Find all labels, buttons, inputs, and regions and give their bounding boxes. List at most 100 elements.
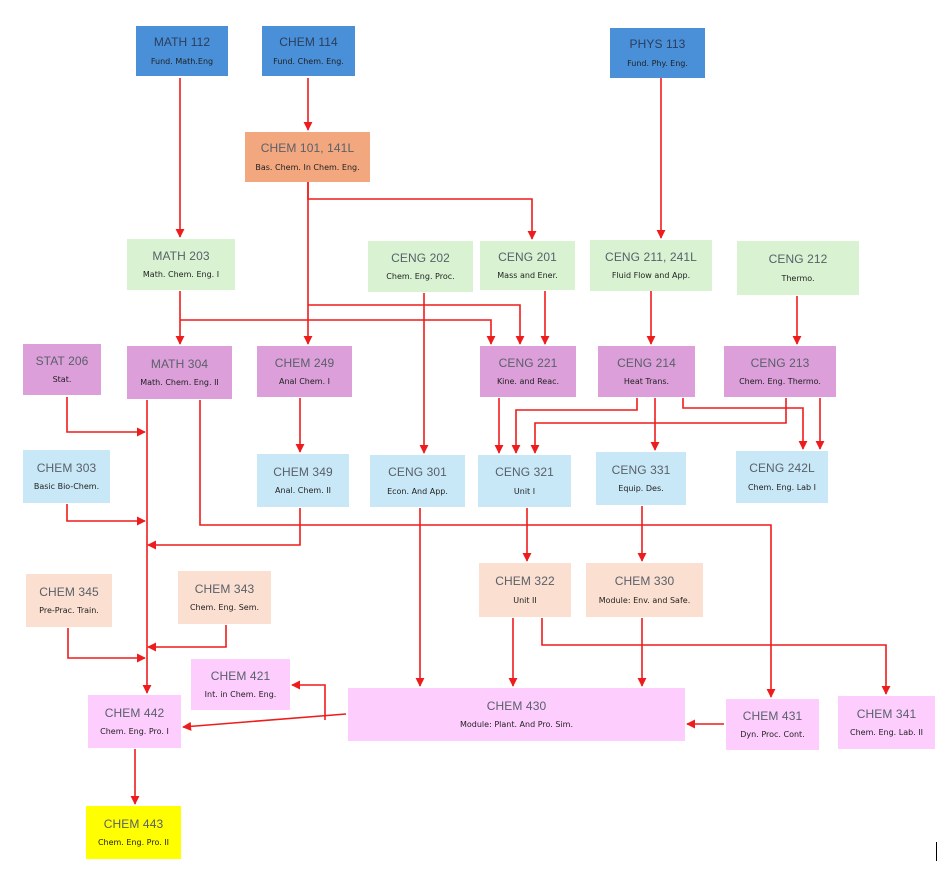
course-name: Math. Chem. Eng. II (140, 378, 219, 388)
course-code: CHEM 349 (273, 464, 333, 479)
course-code: CHEM 443 (103, 816, 164, 831)
course-code: CENG 201 (498, 249, 557, 264)
course-name: Int. in Chem. Eng. (204, 690, 277, 700)
course-ceng-331[interactable]: CENG 331 Equip. Des. (596, 452, 686, 505)
course-stat-206[interactable]: STAT 206 Stat. (23, 344, 101, 395)
arrow-chem343-to-chem442 (147, 625, 227, 652)
course-code: CENG 331 (611, 462, 671, 477)
course-code: MATH 203 (152, 248, 210, 263)
course-code: PHYS 113 (629, 37, 686, 51)
course-ceng-301[interactable]: CENG 301 Econ. And App. (370, 455, 465, 507)
course-code: MATH 112 (153, 35, 211, 49)
course-name: Chem. Eng. Pro. II (97, 838, 170, 848)
course-chem-349[interactable]: CHEM 349 Anal. Chem. II (257, 454, 349, 507)
course-ceng-214[interactable]: CENG 214 Heat Trans. (598, 346, 695, 397)
course-name: Heat Trans. (623, 377, 670, 387)
course-code: CENG 214 (617, 355, 676, 370)
course-name: Dyn. Proc. Cont. (740, 730, 805, 740)
course-name: Equip. Des. (618, 484, 664, 494)
course-chem-322[interactable]: CHEM 322 Unit II (479, 563, 571, 617)
course-name: Unit I (513, 486, 536, 496)
arrow-chem345-to-chem442 (67, 628, 146, 663)
arrow-chem101-to-ceng221 (308, 304, 525, 345)
course-chem-431[interactable]: CHEM 431 Dyn. Proc. Cont. (726, 699, 819, 750)
course-chem-343[interactable]: CHEM 343 Chem. Eng. Sem. (178, 571, 271, 624)
arrow-chem349-to-chem442 (147, 508, 301, 550)
course-math-203[interactable]: MATH 203 Math. Chem. Eng. I (127, 239, 235, 290)
course-name: Chem. Eng. Proc. (386, 272, 455, 282)
course-name: Fund. Math.Eng (150, 56, 214, 66)
course-ceng-221[interactable]: CENG 221 Kine. and Reac. (480, 346, 576, 397)
course-name: Chem. Eng. Thermo. (739, 377, 821, 387)
course-code: CENG 212 (768, 252, 828, 266)
course-chem-430[interactable]: CHEM 430 Module: Plant. And Pro. Sim. (348, 688, 685, 741)
course-chem-341[interactable]: CHEM 341 Chem. Eng. Lab. II (838, 696, 935, 749)
course-ceng-201[interactable]: CENG 201 Mass and Ener. (480, 241, 575, 290)
course-code: CHEM 322 (495, 574, 555, 588)
course-chem-303[interactable]: CHEM 303 Basic Bio-Chem. (23, 450, 110, 503)
arrow-chem430-to-chem442 (182, 713, 347, 731)
course-chem-442[interactable]: CHEM 442 Chem. Eng. Pro. I (88, 695, 181, 748)
course-code: CHEM 249 (274, 355, 335, 370)
course-name: Chem. Eng. Pro. I (100, 727, 169, 737)
arrow-ceng214-to-ceng242l (682, 398, 808, 450)
arrow-stat206-to-chem442 (66, 397, 146, 437)
course-code: CHEM 303 (36, 460, 97, 475)
course-name: Fluid Flow and App. (611, 271, 691, 281)
arrow-math203-to-ceng221 (180, 319, 496, 345)
course-code: CHEM 101, 141L (260, 141, 355, 155)
course-chem-249[interactable]: CHEM 249 Anal Chem. I (257, 346, 352, 397)
course-name: Chem. Eng. Lab. II (850, 728, 923, 738)
course-code: CENG 301 (388, 465, 447, 479)
course-name: Thermo. (781, 273, 815, 283)
course-name: Unit II (513, 595, 537, 605)
course-name: Basic Bio-Chem. (33, 482, 100, 492)
course-name: Module: Env. and Safe. (598, 595, 691, 605)
course-name: Pre-Prac. Train. (39, 606, 99, 616)
course-name: Fund. Phy. Eng. (627, 58, 688, 68)
course-name: Module: Plant. And Pro. Sim. (459, 720, 573, 730)
course-ceng-211-241l[interactable]: CENG 211, 241L Fluid Flow and App. (590, 240, 712, 291)
course-ceng-242l[interactable]: CENG 242L Chem. Eng. Lab I (736, 451, 828, 503)
course-name: Mass and Ener. (497, 271, 558, 281)
course-name: Anal Chem. I (278, 377, 331, 387)
course-chem-345[interactable]: CHEM 345 Pre-Prac. Train. (26, 574, 112, 627)
arrow-math304-to-chem431 (199, 400, 776, 698)
arrow-chem101-to-ceng201 (307, 182, 537, 240)
course-name: Fund. Chem. Eng. (273, 56, 344, 66)
course-code: CHEM 114 (279, 35, 338, 49)
course-name: Stat. (52, 375, 72, 385)
course-chem-330[interactable]: CHEM 330 Module: Env. and Safe. (586, 563, 703, 617)
course-name: Anal. Chem. II (275, 486, 331, 496)
course-phys-113[interactable]: PHYS 113 Fund. Phy. Eng. (610, 28, 705, 78)
course-name: Econ. And App. (387, 486, 448, 496)
course-code: CENG 202 (391, 250, 450, 265)
course-ceng-202[interactable]: CENG 202 Chem. Eng. Proc. (368, 241, 473, 292)
course-chem-421[interactable]: CHEM 421 Int. in Chem. Eng. (191, 659, 290, 710)
course-chem-443[interactable]: CHEM 443 Chem. Eng. Pro. II (86, 806, 181, 859)
course-code: CHEM 431 (742, 708, 803, 723)
course-chem-101-141l[interactable]: CHEM 101, 141L Bas. Chem. In Chem. Eng. (245, 132, 370, 182)
arrow-chem303-to-chem442 (66, 504, 146, 526)
course-code: MATH 304 (150, 356, 209, 371)
arrow-chem430-to-chem421 (291, 680, 326, 720)
course-code: CENG 242L (749, 461, 815, 475)
course-chem-114[interactable]: CHEM 114 Fund. Chem. Eng. (262, 26, 355, 76)
text-cursor (936, 842, 937, 861)
course-code: CHEM 442 (104, 705, 165, 720)
course-ceng-212[interactable]: CENG 212 Thermo. (737, 241, 859, 295)
course-math-304[interactable]: MATH 304 Math. Chem. Eng. II (127, 346, 232, 399)
course-ceng-321[interactable]: CENG 321 Unit I (478, 455, 571, 507)
course-code: CHEM 430 (486, 698, 547, 713)
course-name: Math. Chem. Eng. I (142, 270, 220, 280)
course-code: STAT 206 (35, 353, 89, 368)
course-math-112[interactable]: MATH 112 Fund. Math.Eng (136, 26, 228, 76)
course-code: CHEM 330 (614, 574, 675, 588)
course-name: Chem. Eng. Sem. (189, 603, 260, 613)
course-code: CHEM 345 (39, 584, 99, 599)
arrow-ceng214-to-ceng321 (511, 398, 638, 454)
arrow-chem322-to-chem341 (541, 618, 891, 695)
course-ceng-213[interactable]: CENG 213 Chem. Eng. Thermo. (724, 346, 836, 397)
course-code: CENG 211, 241L (605, 249, 697, 264)
